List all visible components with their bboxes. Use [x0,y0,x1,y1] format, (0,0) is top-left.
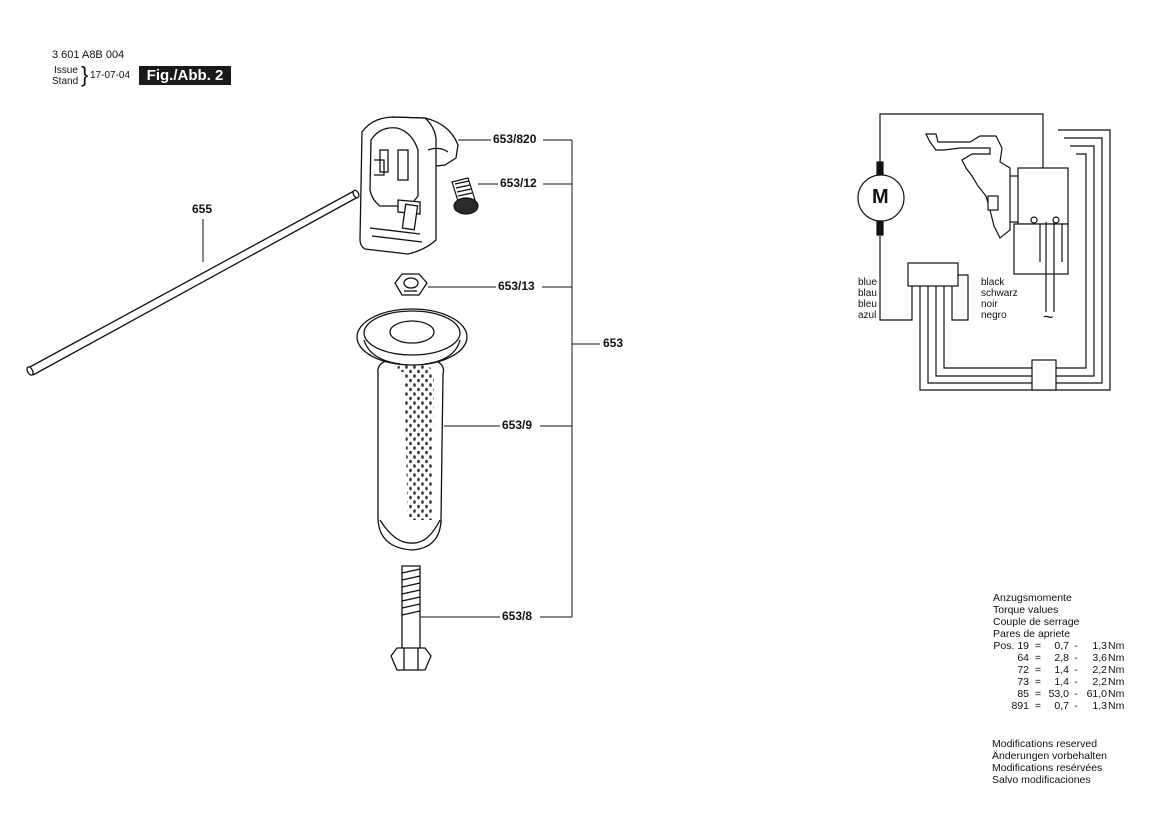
wire-label-black-fr: noir [981,299,998,310]
modifications-note: Modifications reserved Änderungen vorbeh… [992,738,1107,786]
torque-min: 2,8 [1054,652,1069,664]
torque-unit: Nm [1108,700,1125,712]
torque-unit: Nm [1108,664,1125,676]
torque-title-de: Anzugsmomente [993,592,1072,604]
callout-screw: 653/12 [500,176,537,190]
issue-label: Issue [54,65,78,76]
wire-label-blue-de: blau [858,288,877,299]
torque-dash: - [1074,676,1078,688]
wire-colour-left: blue blau bleu azul [858,277,877,321]
torque-title-en: Torque values [993,604,1059,616]
torque-pos: Pos. 19 [993,640,1029,652]
modifications-fr: Modifications resérvées [992,762,1103,774]
torque-eq: = [1034,664,1042,676]
torque-eq: = [1034,688,1042,700]
torque-pos: 85 [1017,688,1029,700]
torque-unit: Nm [1108,652,1125,664]
torque-eq: = [1034,700,1042,712]
wire-label-blue-en: blue [858,277,877,288]
wire-label-blue-fr: bleu [858,299,877,310]
issue-date: 17-07-04 [90,70,131,81]
nut-part [394,273,428,296]
torque-dash: - [1074,640,1078,652]
torque-dash: - [1074,688,1078,700]
modifications-es: Salvo modificaciones [992,774,1091,786]
torque-min: 0,7 [1054,700,1069,712]
torque-eq: = [1034,652,1042,664]
torque-max: 1,3 [1092,640,1107,652]
ac-symbol: ~ [1043,307,1054,327]
torque-max: 3,6 [1092,652,1107,664]
modifications-en: Modifications reserved [992,738,1098,750]
callout-housing: 653/820 [493,132,537,146]
torque-eq: = [1034,640,1042,652]
torque-unit: Nm [1108,676,1125,688]
torque-min: 1,4 [1054,676,1069,688]
stand-label: Stand [52,76,79,87]
wire-label-black-es: negro [981,310,1007,321]
torque-max: 2,2 [1092,664,1107,676]
torque-eq: = [1034,676,1042,688]
figure-label: Fig./Abb. 2 [139,66,231,85]
leader-lines [421,139,600,618]
motor-symbol: M [872,186,889,208]
rod-part [26,189,360,376]
wire-label-blue-es: azul [858,310,877,321]
torque-max: 61,0 [1086,688,1107,700]
thumb-screw-part [451,177,479,215]
torque-min: 53,0 [1048,688,1069,700]
torque-min: 0,7 [1054,640,1069,652]
torque-unit: Nm [1108,640,1125,652]
modifications-de: Änderungen vorbehalten [992,750,1108,762]
torque-title-es: Pares de apriete [993,628,1071,640]
bolt-part [390,565,432,671]
torque-title-fr: Couple de serrage [993,616,1080,628]
callout-rod: 655 [192,202,213,216]
callout-assembly: 653 [603,336,624,350]
part-number: 3 601 A8B 004 [52,49,125,61]
torque-min: 1,4 [1054,664,1069,676]
brace: } [81,62,89,87]
callout-bolt: 653/8 [502,609,533,623]
callout-grip: 653/9 [502,418,533,432]
wire-label-black-en: black [981,277,1005,288]
torque-unit: Nm [1108,688,1125,700]
wire-label-black-de: schwarz [981,288,1018,299]
torque-pos: 72 [1017,664,1029,676]
torque-max: 1,3 [1092,700,1107,712]
grip-part [356,308,468,551]
torque-dash: - [1074,700,1078,712]
torque-max: 2,2 [1092,676,1107,688]
housing-part [359,116,459,255]
wiring-diagram [857,113,1111,391]
torque-pos: 64 [1017,652,1029,664]
callout-nut: 653/13 [498,279,535,293]
wire-colour-right: black schwarz noir negro [981,277,1018,321]
torque-dash: - [1074,664,1078,676]
torque-pos: 73 [1017,676,1029,688]
torque-dash: - [1074,652,1078,664]
torque-pos: 891 [1011,700,1029,712]
torque-values: Anzugsmomente Torque values Couple de se… [993,592,1133,712]
